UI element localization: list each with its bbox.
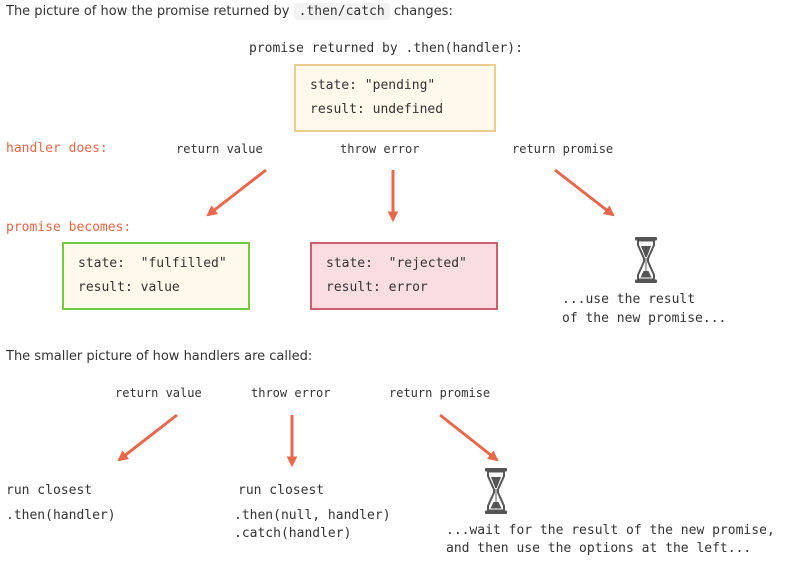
promise-becomes-label: promise becomes: <box>6 220 132 235</box>
rejected-state: state: "rejected" <box>326 256 467 271</box>
arrow-icon <box>439 413 499 462</box>
wait-result-line-1: ...wait for the result of the new promis… <box>446 523 775 538</box>
section1-title: The picture of how the promise returned … <box>6 3 453 20</box>
handler-does-label: handler does: <box>6 141 108 156</box>
catch-handler-code: .catch(handler) <box>234 526 352 541</box>
return-value-label-small: return value <box>115 386 202 400</box>
use-result-line-2: of the new promise... <box>562 311 727 326</box>
pending-state-box: state: "pending" result: undefined <box>294 64 496 132</box>
title-code: .then/catch <box>293 3 390 20</box>
fulfilled-state-box: state: "fulfilled" result: value <box>62 242 250 310</box>
arrow-icon <box>554 168 615 217</box>
return-promise-label-small: return promise <box>389 386 491 400</box>
rejected-result: result: error <box>326 280 428 295</box>
pending-state: state: "pending" <box>310 78 436 93</box>
throw-error-label: throw error <box>340 142 420 156</box>
rejected-state-box: state: "rejected" result: error <box>310 242 498 310</box>
title-prefix: The picture of how the promise returned … <box>6 4 290 19</box>
throw-error-label-small: throw error <box>251 386 331 400</box>
use-result-line-1: ...use the result <box>562 292 696 307</box>
arrow-icon <box>117 413 178 462</box>
return-value-label: return value <box>176 142 263 156</box>
fulfilled-state: state: "fulfilled" <box>78 256 227 271</box>
then-null-handler-code: .then(null, handler) <box>234 508 391 523</box>
fulfilled-result: result: value <box>78 280 180 295</box>
pending-result: result: undefined <box>310 102 444 117</box>
return-promise-label: return promise <box>512 142 614 156</box>
run-closest-middle: run closest <box>238 483 325 498</box>
arrow-icon <box>206 168 267 217</box>
hourglass-icon <box>634 236 658 284</box>
promise-returned-label: promise returned by .then(handler): <box>249 41 523 56</box>
then-handler-code: .then(handler) <box>6 508 116 523</box>
hourglass-icon <box>484 467 508 515</box>
wait-result-line-2: and then use the options at the left... <box>446 541 752 556</box>
title-suffix: changes: <box>393 4 453 19</box>
run-closest-left: run closest <box>6 483 93 498</box>
section2-title: The smaller picture of how handlers are … <box>6 349 313 364</box>
